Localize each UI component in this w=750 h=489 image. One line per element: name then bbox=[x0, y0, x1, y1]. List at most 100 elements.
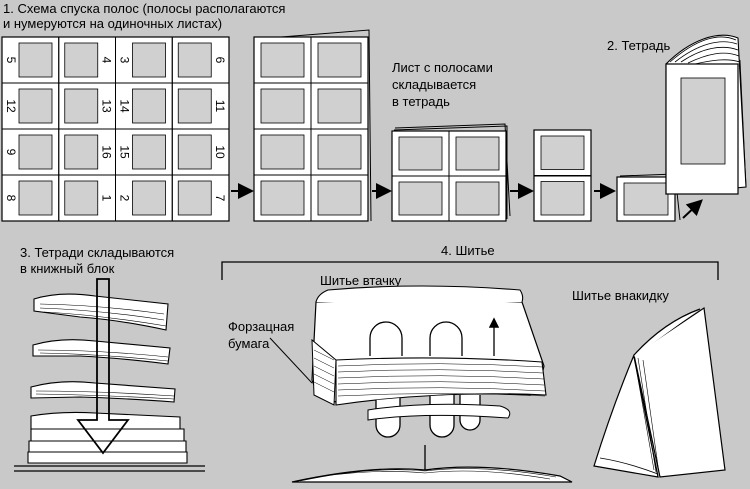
step3-title-line2: в книжный блок bbox=[20, 261, 115, 276]
stitch-thread-band bbox=[367, 403, 511, 421]
imposition-page-panel bbox=[177, 180, 212, 216]
folded-cell bbox=[310, 174, 369, 222]
imposition-page-number: 5 bbox=[4, 57, 18, 64]
folded-page-panel bbox=[260, 42, 305, 78]
imposition-page-number: 14 bbox=[118, 99, 132, 113]
signature-stack-4 bbox=[30, 411, 181, 430]
tent-book-bottom-curve bbox=[599, 457, 659, 475]
step1-title-line1: 1. Схема спуска полос (полосы располагаю… bbox=[3, 1, 285, 16]
step4-bracket bbox=[221, 261, 719, 280]
tent-book-left-cover bbox=[593, 308, 701, 478]
folded-cell bbox=[448, 175, 507, 222]
endpaper-label-line1: Форзацная bbox=[228, 319, 294, 334]
signature-booklet bbox=[665, 34, 747, 195]
folding-caption-line1: Лист с полосами bbox=[392, 60, 493, 75]
folded-page-panel bbox=[455, 136, 500, 171]
folded-page-panel bbox=[317, 88, 362, 124]
gathering-stack bbox=[14, 278, 205, 472]
imposition-page-number: 3 bbox=[118, 57, 132, 64]
signature-page-curve-2 bbox=[674, 41, 738, 63]
block-spine-edge bbox=[311, 338, 337, 406]
folded-page-panel bbox=[317, 134, 362, 170]
folded-page-panel bbox=[455, 181, 500, 216]
block-spine-lines bbox=[313, 349, 335, 393]
imposition-page-panel bbox=[64, 42, 99, 78]
imposition-page-number: 13 bbox=[100, 99, 114, 113]
imposition-page-number: 15 bbox=[118, 145, 132, 159]
signature-page-curve-3 bbox=[680, 46, 739, 63]
folding-caption-line2: складывается bbox=[392, 77, 476, 92]
imposition-page-panel bbox=[177, 88, 212, 124]
stitch-loop-bottom-2 bbox=[429, 395, 455, 438]
imposition-page-panel bbox=[18, 42, 53, 78]
folded-sheet-2 bbox=[391, 123, 511, 222]
folded-sheet-2-grid bbox=[391, 130, 507, 222]
imposition-page-panel bbox=[64, 180, 99, 216]
signature-stack-3-pages bbox=[35, 390, 175, 400]
endpaper-sheet bbox=[315, 285, 524, 303]
folded-sheet-1 bbox=[253, 29, 372, 222]
imposition-page-number: 8 bbox=[4, 195, 18, 202]
gathering-down-arrow bbox=[76, 278, 130, 455]
imposition-page-number: 16 bbox=[100, 145, 114, 159]
folded-page-panel bbox=[398, 136, 443, 171]
imposition-page-number: 11 bbox=[213, 100, 227, 113]
imposition-page-number: 4 bbox=[100, 57, 114, 64]
folded-page-panel bbox=[398, 181, 443, 216]
folded-page-panel bbox=[317, 180, 362, 216]
block-fore-edge bbox=[335, 357, 547, 406]
imposition-page-number: 12 bbox=[4, 99, 18, 113]
endpaper-label-line2: бумага bbox=[228, 336, 270, 351]
imposition-page-number: 6 bbox=[213, 57, 227, 64]
folded-sheet-2-back-2 bbox=[393, 125, 508, 219]
side-stitch-label: Шитье внакидку bbox=[572, 288, 669, 303]
folded-page-panel bbox=[540, 181, 585, 216]
imposition-page-number: 10 bbox=[213, 145, 227, 159]
imposition-page-panel bbox=[177, 134, 212, 170]
signature-stack-3 bbox=[30, 381, 176, 403]
folded-sheet-3 bbox=[533, 129, 592, 222]
folded-sheet-2-back-1 bbox=[394, 123, 511, 217]
folded-page-panel bbox=[317, 42, 362, 78]
tent-book-page-edges bbox=[633, 355, 660, 474]
signature-page-curve-4 bbox=[687, 52, 740, 64]
folded-sheet-4-page bbox=[623, 182, 669, 216]
saddle-stitch-label: Шитье втачку bbox=[320, 273, 402, 288]
folded-sheet-4 bbox=[616, 173, 681, 222]
imposition-page-panel bbox=[64, 88, 99, 124]
imposition-page-panel bbox=[132, 134, 166, 170]
imposition-page-panel bbox=[132, 42, 166, 78]
step2-title: 2. Тетрадь bbox=[607, 38, 670, 53]
folded-cell bbox=[533, 175, 592, 222]
imposition-page-panel bbox=[132, 180, 166, 216]
folded-sheet-1-grid bbox=[253, 36, 369, 222]
endpaper-leader-line bbox=[269, 337, 313, 384]
imposition-page-panel bbox=[132, 88, 166, 124]
folded-page-panel bbox=[260, 180, 305, 216]
signature-stack-1-pages bbox=[39, 303, 167, 327]
side-stitch-book bbox=[593, 306, 726, 478]
imposition-page-panel bbox=[18, 134, 53, 170]
stitch-loop-top-1 bbox=[369, 321, 403, 356]
imposition-page-panel bbox=[18, 88, 53, 124]
signature-stack-7 bbox=[27, 451, 188, 464]
signature-page-panel bbox=[680, 77, 726, 165]
open-book-pages bbox=[299, 468, 557, 482]
folded-page-panel bbox=[260, 134, 305, 170]
imposition-page-panel bbox=[18, 180, 53, 216]
imposition-page-number: 9 bbox=[4, 149, 18, 156]
folded-sheet-3-grid bbox=[533, 129, 592, 222]
folded-sheet-1-back-edge bbox=[255, 29, 372, 222]
saddle-stitch-block bbox=[291, 285, 573, 483]
imposition-page-panel bbox=[64, 134, 99, 170]
imposition-cell bbox=[171, 174, 230, 222]
signature-page-curve-5 bbox=[694, 59, 741, 65]
folded-page-panel bbox=[540, 135, 585, 170]
imposition-page-panel bbox=[177, 42, 212, 78]
block-fore-edge-lines bbox=[337, 363, 546, 397]
signature-stack-5 bbox=[30, 428, 185, 442]
